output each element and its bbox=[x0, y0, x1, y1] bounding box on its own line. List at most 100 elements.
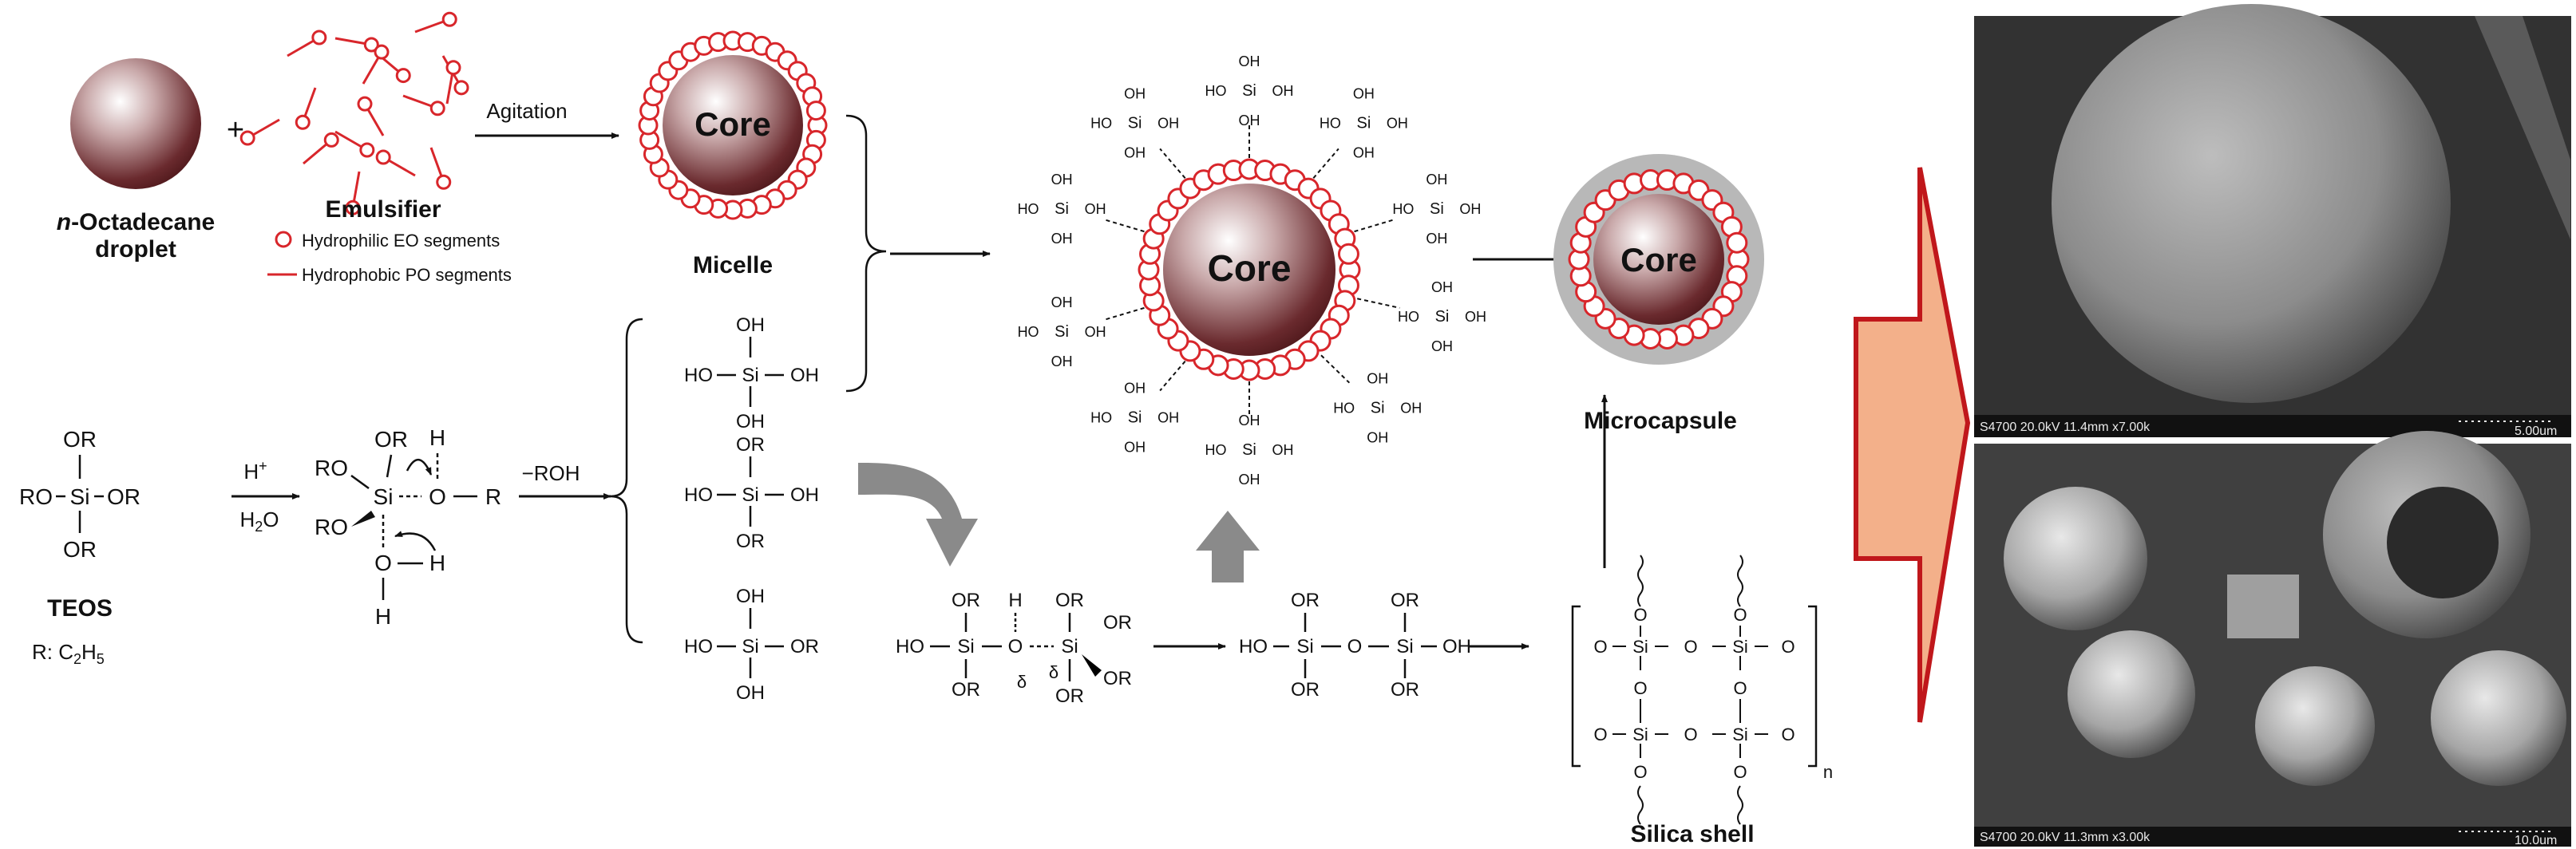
sat-oh: OH bbox=[1051, 172, 1073, 188]
center-core-label: Core bbox=[1208, 247, 1292, 289]
eo-head bbox=[375, 149, 391, 165]
hbond bbox=[1159, 148, 1186, 179]
eo-head bbox=[374, 44, 390, 60]
sem-top-scale: 5.00um bbox=[2515, 424, 2557, 438]
net-o: O bbox=[1684, 725, 1697, 744]
po-segment bbox=[252, 118, 280, 136]
ci-si1: Si bbox=[957, 636, 974, 657]
sat-oh: OH bbox=[1124, 145, 1146, 161]
sat-ho: HO bbox=[1320, 116, 1341, 132]
grey-curved-arrow bbox=[858, 463, 978, 567]
po-segment bbox=[414, 20, 445, 34]
sem-bottom-scale: 10.0um bbox=[2515, 834, 2557, 847]
dm-ho: HO bbox=[1239, 636, 1268, 657]
sat-ho: HO bbox=[1090, 409, 1112, 425]
droplet-label-line2: droplet bbox=[95, 236, 176, 263]
eo-head bbox=[445, 60, 461, 76]
water-label: H2O bbox=[239, 507, 279, 535]
net-o: O bbox=[1633, 678, 1647, 698]
svg-text:R: R bbox=[485, 484, 501, 509]
svg-text:O: O bbox=[374, 551, 392, 575]
silanol-left: HO bbox=[684, 636, 713, 657]
sat-si: Si bbox=[1371, 399, 1385, 417]
silanol-left: HO bbox=[684, 484, 713, 506]
sat-oh: OH bbox=[1367, 429, 1388, 445]
net-o: O bbox=[1733, 762, 1747, 782]
teos-structure: OR RO Si OR OR bbox=[19, 427, 140, 562]
sat-ho: HO bbox=[1018, 201, 1039, 217]
transition-state: OR RO Si RO O R H O H H bbox=[315, 425, 501, 629]
sat-oh: OH bbox=[1400, 400, 1422, 416]
sat-si: Si bbox=[1055, 200, 1069, 218]
silanol-bottom: OR bbox=[736, 531, 765, 552]
left-brace bbox=[610, 318, 643, 644]
silanol-top: OH bbox=[736, 314, 765, 336]
silanol-top: OH bbox=[736, 586, 765, 607]
net-o: O bbox=[1733, 605, 1747, 625]
hbond bbox=[1320, 354, 1351, 384]
dm-or: OR bbox=[1391, 679, 1419, 701]
bracket bbox=[1571, 605, 1581, 768]
ci-or: OR bbox=[952, 590, 980, 611]
minus-roh-label: −ROH bbox=[522, 461, 580, 485]
teos-label: TEOS bbox=[47, 595, 113, 622]
h-plus-label: H+ bbox=[243, 458, 267, 484]
hbond bbox=[1357, 298, 1400, 309]
wavy-bond bbox=[1637, 555, 1644, 607]
r-definition: R: C2H5 bbox=[32, 640, 105, 667]
droplet-label: n-Octadecane bbox=[57, 209, 215, 235]
net-si: Si bbox=[1632, 725, 1648, 744]
ci-or: OR bbox=[1103, 612, 1132, 634]
micelle-core-label: Core bbox=[694, 105, 771, 143]
sem-top-caption: S4700 20.0kV 11.4mm x7.00k bbox=[1980, 421, 2151, 434]
dm-or: OR bbox=[1291, 679, 1320, 701]
po-segment bbox=[445, 73, 454, 105]
sat-oh: OH bbox=[1085, 324, 1106, 340]
wavy-bond bbox=[1737, 555, 1743, 607]
po-segment bbox=[388, 159, 416, 177]
hbond bbox=[1102, 218, 1145, 233]
ci-or: OR bbox=[1055, 685, 1084, 707]
dm-or: OR bbox=[1391, 590, 1419, 611]
silanol-bottom: OH bbox=[736, 411, 765, 432]
net-o: O bbox=[1633, 605, 1647, 625]
sat-oh: OH bbox=[1085, 201, 1106, 217]
hbond bbox=[1102, 306, 1145, 322]
octadecane-droplet bbox=[70, 58, 201, 189]
eo-head bbox=[453, 80, 469, 96]
ci-delta: δ bbox=[1049, 662, 1058, 682]
po-segment bbox=[352, 171, 361, 202]
po-segment bbox=[402, 94, 433, 108]
eo-head bbox=[323, 132, 339, 148]
po-segment bbox=[303, 143, 328, 165]
silica-shell-label: Silica shell bbox=[1630, 821, 1754, 847]
net-si: Si bbox=[1732, 637, 1748, 657]
sem-image-top: S4700 20.0kV 11.4mm x7.00k 5.00um bbox=[1974, 4, 2571, 438]
net-o: O bbox=[1593, 637, 1607, 657]
ci-or: OR bbox=[1103, 668, 1132, 689]
net-o: O bbox=[1733, 678, 1747, 698]
eo-ring bbox=[805, 101, 826, 121]
micelle-label: Micelle bbox=[693, 252, 773, 278]
svg-text:Hydrophobic PO segments: Hydrophobic PO segments bbox=[302, 265, 512, 285]
svg-text:RO: RO bbox=[315, 515, 348, 539]
svg-text:OR: OR bbox=[63, 427, 97, 452]
eo-ring bbox=[1726, 231, 1748, 254]
net-si: Si bbox=[1632, 637, 1648, 657]
ci-or: OR bbox=[952, 679, 980, 701]
sat-ho: HO bbox=[1392, 201, 1414, 217]
right-brace bbox=[845, 114, 887, 393]
sat-oh: OH bbox=[1431, 338, 1453, 354]
sat-ho: HO bbox=[1090, 116, 1112, 132]
po-segment bbox=[334, 130, 362, 148]
sat-oh: OH bbox=[1459, 201, 1481, 217]
eo-head bbox=[357, 96, 373, 112]
po-segment bbox=[287, 39, 315, 57]
sat-si: Si bbox=[1242, 82, 1256, 100]
sat-oh: OH bbox=[1239, 53, 1260, 69]
